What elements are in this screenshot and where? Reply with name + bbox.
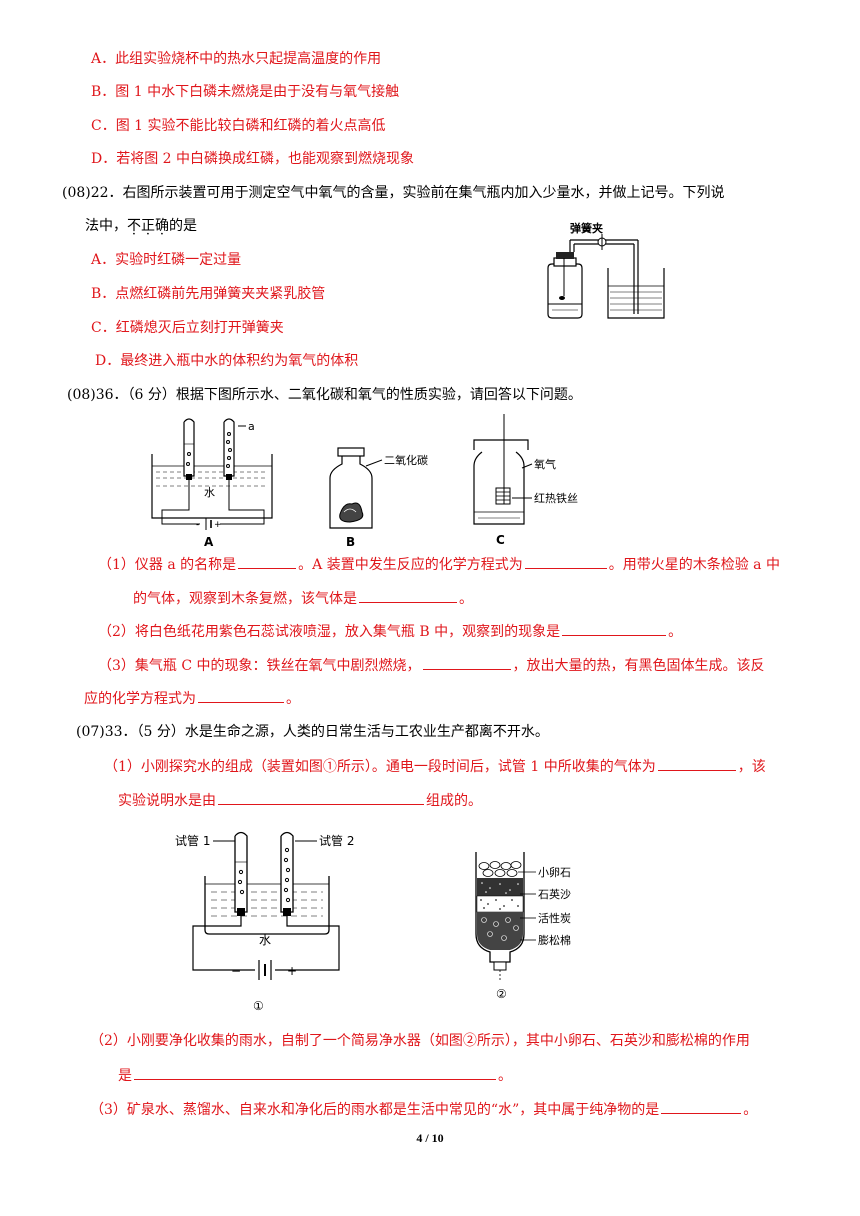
q33-stem: (07)33．（5 分）水是生命之源，人类的日常生活与工农业生产都离不开水。 [76, 722, 549, 742]
svg-text:+: + [214, 520, 222, 530]
figure-c-oxygen-label: 氧气 [534, 457, 556, 471]
q36-p3-text: （3）集气瓶 C 中的现象：铁丝在氧气中剧烈燃烧， [98, 658, 421, 674]
figure-a-letter: A [204, 535, 214, 549]
figure-c-letter: C [496, 533, 505, 547]
q33-tag: (07)33． [76, 724, 137, 740]
answer-blank[interactable] [238, 554, 297, 569]
figure-1-tube1-label: 试管 1 [175, 833, 210, 848]
figure-2-pebbles-label: 小卵石 [538, 866, 571, 879]
figure-2-sand-label: 石英沙 [538, 887, 571, 901]
figure-1-tube2-label: 试管 2 [319, 833, 354, 848]
q36-part1-line1: （1）仪器 a 的名称是 。A 装置中发生反应的化学方程式为 。用带火星的木条检验 … [98, 554, 780, 575]
figure-a-label-a: a [248, 420, 255, 433]
svg-text:-: - [196, 520, 199, 530]
q36-p2-text: （2）将白色纸花用紫色石蕊试液喷湿，放入集气瓶 B 中，观察到的现象是 [98, 624, 561, 640]
q36-figure-b-co2-bottle: 二氧化碳 B [329, 447, 428, 549]
q33-stem-text: （5 分）水是生命之源，人类的日常生活与工农业生产都离不开水。 [136, 724, 549, 740]
q21-option-b: B．图 1 中水下白磷未燃烧是由于没有与氧气接触 [91, 84, 400, 100]
q36-p1-text: 。 [459, 591, 473, 607]
svg-text:+: + [287, 964, 297, 978]
q36-figure-c-iron-wire: 氧气 红热铁丝 C [473, 414, 578, 547]
q33-p1-text: ，该 [737, 759, 766, 775]
figure-2-number: ② [496, 987, 507, 1001]
q22-tag: (08)22． [62, 185, 123, 201]
q21-option-c: C．图 1 实验不能比较白磷和红磷的着火点高低 [91, 118, 386, 134]
q22-option-c: C．红磷熄灭后立刻打开弹簧夹 [91, 320, 284, 336]
q33-part2-line2: 是。 [118, 1065, 512, 1086]
answer-blank[interactable] [657, 756, 736, 771]
q22-stem-post: 的是 [169, 218, 197, 234]
q36-p1-text: （1）仪器 a 的名称是 [98, 557, 237, 573]
answer-blank[interactable] [661, 1099, 742, 1114]
emphasis-char: 正 [141, 218, 155, 234]
q33-p2-text: 是 [118, 1068, 132, 1084]
q33-p1-text: （1）小刚探究水的组成（装置如图①所示）。通电一段时间后，试管 1 中所收集的气… [104, 759, 656, 775]
page-number: 4 / 10 [416, 1131, 444, 1145]
q36-p3-text: ，放出大量的热，有黑色固体生成。该反 [512, 658, 765, 674]
answer-blank[interactable] [422, 655, 511, 670]
figure-a-water-label: 水 [204, 486, 215, 499]
answer-blank[interactable] [218, 790, 424, 805]
q36-part3-line1: （3）集气瓶 C 中的现象：铁丝在氧气中剧烈燃烧， ，放出大量的热，有黑色固体生成… [98, 655, 765, 676]
q36-part2: （2）将白色纸花用紫色石蕊试液喷湿，放入集气瓶 B 中，观察到的现象是 。 [98, 621, 682, 642]
q33-part1-line1: （1）小刚探究水的组成（装置如图①所示）。通电一段时间后，试管 1 中所收集的气… [104, 756, 766, 777]
q36-stem-text: （6 分）根据下图所示水、二氧化碳和氧气的性质实验，请回答以下问题。 [127, 387, 582, 403]
q36-part3-line2: 应的化学方程式为 。 [84, 688, 300, 709]
answer-blank[interactable] [359, 588, 457, 603]
q36-figure-a-electrolysis: a 水 - + A [151, 418, 273, 549]
q36-p1-text: 的气体，观察到木条复燃，该气体是 [133, 591, 357, 607]
q33-p3-text: （3）矿泉水、蒸馏水、自来水和净化后的雨水都是生活中常见的“水”，其中属于纯净物… [90, 1102, 660, 1118]
q36-p1-text: 。用带火星的木条检验 a 中 [608, 557, 780, 573]
figure-1-number: ① [253, 999, 264, 1013]
q33-figure-2-water-filter: 小卵石 石英沙 活性炭 膨松棉 ② [475, 852, 571, 1001]
q22-apparatus-figure: 弹簧夹 [547, 221, 665, 319]
q21-option-a: A．此组实验烧杯中的热水只起提高温度的作用 [91, 51, 382, 67]
q36-p3-text: 。 [286, 691, 300, 707]
q33-figure-1-electrolysis: 试管 1 试管 2 水 − + ① [175, 831, 354, 1013]
figure-2-carbon-label: 活性炭 [538, 911, 571, 925]
answer-blank[interactable] [524, 554, 607, 569]
emphasis-char: 不 [127, 218, 141, 234]
q33-part1-line2: 实验说明水是由 组成的。 [118, 790, 482, 811]
figure-b-co2-label: 二氧化碳 [384, 453, 428, 467]
q36-p1-text: 。A 装置中发生反应的化学方程式为 [298, 557, 523, 573]
q22-option-d: D．最终进入瓶中水的体积约为氧气的体积 [95, 353, 359, 369]
q36-p3-text: 应的化学方程式为 [84, 691, 196, 707]
q36-part1-line2: 的气体，观察到木条复燃，该气体是 。 [133, 588, 473, 609]
q36-stem: (08)36．（6 分）根据下图所示水、二氧化碳和氧气的性质实验，请回答以下问题… [67, 385, 582, 405]
q22-stem-line1: (08)22．右图所示装置可用于测定空气中氧气的含量，实验前在集气瓶内加入少量水… [62, 183, 725, 203]
svg-text:−: − [231, 964, 241, 978]
emphasis-char: 确 [155, 218, 169, 234]
q22-stem-line2: 法中，不正确的是 [85, 216, 197, 236]
q33-p2-text: 。 [498, 1068, 512, 1084]
answer-blank[interactable] [562, 621, 667, 636]
answer-blank[interactable] [198, 688, 284, 703]
q22-stem-pre: 法中， [85, 218, 127, 234]
figure-b-letter: B [346, 535, 355, 549]
figure-c-iron-label: 红热铁丝 [534, 492, 578, 505]
answer-blank[interactable] [134, 1065, 496, 1080]
figure-2-cotton-label: 膨松棉 [538, 933, 571, 947]
q36-p2-text: 。 [668, 624, 683, 640]
q22-option-b: B．点燃红磷前先用弹簧夹夹紧乳胶管 [91, 286, 326, 302]
q33-part3: （3）矿泉水、蒸馏水、自来水和净化后的雨水都是生活中常见的“水”，其中属于纯净物… [90, 1099, 757, 1120]
q33-p3-text: 。 [743, 1102, 758, 1118]
q22-option-a: A．实验时红磷一定过量 [91, 252, 242, 268]
spring-clip-label: 弹簧夹 [570, 221, 603, 235]
q21-option-d: D．若将图 2 中白磷换成红磷，也能观察到燃烧现象 [91, 151, 415, 167]
q36-tag: (08)36． [67, 387, 128, 403]
q33-p1-text: 实验说明水是由 [118, 793, 216, 809]
q33-part2-line1: （2）小刚要净化收集的雨水，自制了一个简易净水器（如图②所示），其中小卵石、石英… [90, 1033, 750, 1049]
figure-1-water-label: 水 [259, 933, 271, 947]
q22-stem: 右图所示装置可用于测定空气中氧气的含量，实验前在集气瓶内加入少量水，并做上记号。… [122, 185, 725, 201]
q33-p1-text: 组成的。 [426, 793, 482, 809]
